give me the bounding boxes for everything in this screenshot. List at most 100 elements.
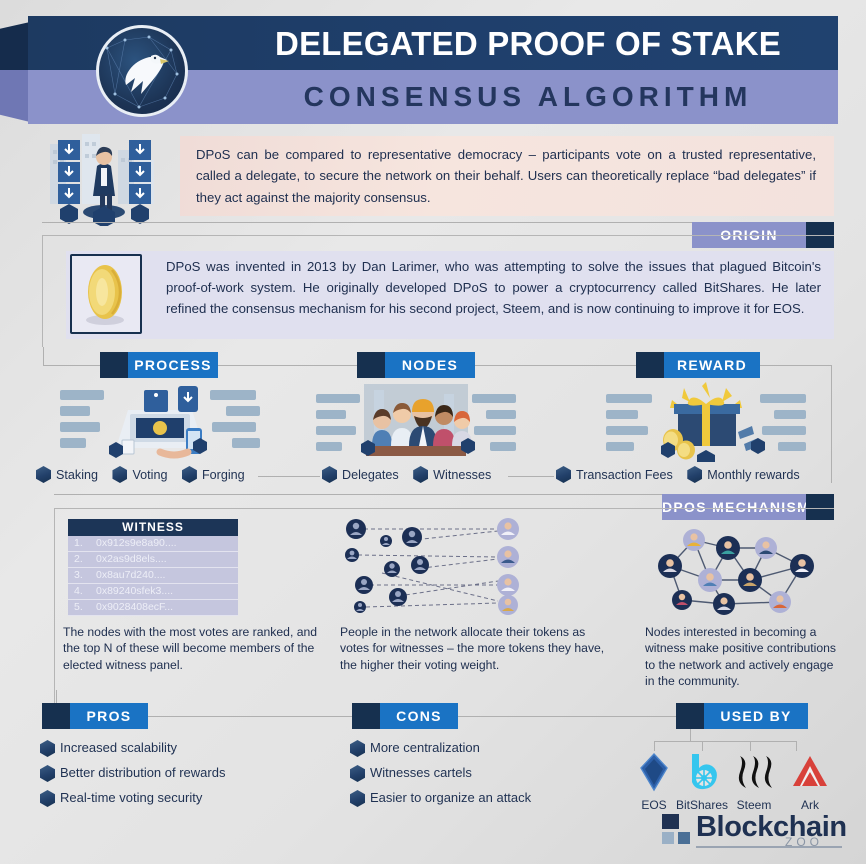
blockchain-zoo-logo-icon: Blockchain ZOO [660, 810, 847, 856]
badge-square [357, 352, 385, 378]
ribbon-fold-top [0, 22, 30, 70]
pros-badge-label: PROS [70, 703, 148, 729]
list-item: Real-time voting security [40, 790, 320, 807]
list-item-label: Easier to organize an attack [370, 790, 532, 805]
row-number: 1. [74, 537, 83, 549]
chip-delegates: Delegates [322, 466, 399, 483]
pillar-line-2 [218, 365, 358, 366]
witness-table: WITNESS 1. 0x912s9e8a90.... 2. 0x2as9d8e… [68, 519, 238, 616]
chip-staking: Staking [36, 466, 98, 483]
pros-cons-line [148, 716, 352, 717]
bitshares-logo: BitShares [676, 752, 728, 812]
laptop-devices-icon [60, 382, 260, 467]
row-address: 0x9028408ecF... [96, 601, 174, 613]
steem-logo: Steem [728, 752, 780, 812]
usedby-tree-branch-3 [750, 741, 751, 751]
pillar-line-3 [475, 365, 637, 366]
chip-line-1 [258, 476, 320, 477]
list-item: More centralization [350, 740, 590, 757]
badge-square [100, 352, 128, 378]
row-number: 4. [74, 585, 83, 597]
ark-logo-icon [793, 756, 827, 786]
chip-label: Voting [132, 467, 168, 482]
chip-label: Forging [201, 467, 245, 482]
cons-usedby-line [458, 716, 676, 717]
witness-table-header: WITNESS [68, 519, 238, 536]
table-row: 5. 0x9028408ecF... [68, 600, 238, 616]
nodes-badge: NODES [357, 352, 475, 378]
chip-label: Staking [56, 467, 99, 482]
used-by-badge-label: USED BY [704, 703, 808, 729]
mechanism-text-3: Nodes interested in becoming a witness m… [645, 625, 837, 689]
dpos-mechanism-badge-label: DPOS MECHANISM [662, 494, 809, 520]
node-mesh-network-diagram [652, 522, 832, 623]
bitshares-logo-icon [692, 754, 717, 790]
dove-network-icon [96, 25, 188, 117]
hex-bullet-icon [413, 466, 429, 483]
hex-bullet-icon [181, 466, 197, 483]
list-item: Better distribution of rewards [40, 765, 320, 782]
chip-label: Transaction Fees [576, 467, 673, 482]
row-number: 3. [74, 569, 83, 581]
footer-rule [696, 846, 842, 848]
logo-label: Steem [736, 798, 772, 812]
list-item-label: Real-time voting security [60, 790, 203, 805]
logo-label: EOS [641, 798, 667, 812]
chip-forging: Forging [181, 466, 245, 483]
steem-logo-icon [738, 756, 772, 788]
chip-witnesses: Witnesses [413, 466, 491, 483]
logo-label: BitShares [676, 798, 729, 812]
usedby-tree-branch-1 [654, 741, 655, 751]
ribbon-fold-bottom [0, 70, 30, 122]
chip-label: Monthly rewards [707, 467, 800, 482]
reward-badge: REWARD [636, 352, 760, 378]
row-address: 0x912s9e8a90.... [96, 537, 177, 549]
hex-bullet-icon [112, 466, 128, 483]
process-items: Staking Voting Forging [36, 466, 255, 486]
nodes-badge-label: NODES [385, 352, 475, 378]
eos-logo-icon [640, 752, 668, 792]
chip-transaction-fees: Transaction Fees [556, 466, 673, 483]
usedby-tree-branch-2 [702, 741, 703, 751]
row-address: 0x89240sfek3.... [96, 585, 174, 597]
origin-panel [66, 251, 834, 339]
cons-badge-label: CONS [380, 703, 458, 729]
pillar-connector-left [43, 347, 44, 365]
row-address: 0x8au7d240.... [96, 569, 166, 581]
table-row: 1. 0x912s9e8a90.... [68, 536, 238, 552]
pillar-line-1 [43, 365, 101, 366]
badge-square [676, 703, 704, 729]
list-item: Increased scalability [40, 740, 320, 757]
gold-coin-icon [70, 254, 142, 334]
usedby-tree-bar [654, 741, 796, 742]
header-banner: DELEGATED PROOF OF STAKE CONSENSUS ALGOR… [0, 16, 866, 124]
usedby-tree-stem [690, 729, 691, 741]
people-group-icon [316, 380, 516, 467]
table-row: 4. 0x89240sfek3.... [68, 584, 238, 600]
list-item-label: Witnesses cartels [370, 765, 472, 780]
list-item-label: More centralization [370, 740, 480, 755]
pros-list: Increased scalability Better distributio… [40, 740, 320, 815]
hex-bullet-icon [556, 466, 571, 483]
pros-badge: PROS [42, 703, 148, 729]
mechanism-text-1: The nodes with the most votes are ranked… [63, 625, 318, 672]
list-item-label: Increased scalability [60, 740, 178, 755]
nodes-items: Delegates Witnesses [322, 466, 501, 486]
token-vote-allocation-diagram [336, 515, 528, 620]
chip-label: Witnesses [433, 467, 492, 482]
row-number: 5. [74, 601, 83, 613]
list-item-label: Better distribution of rewards [60, 765, 226, 780]
list-item: Easier to organize an attack [350, 790, 590, 807]
list-item: Witnesses cartels [350, 765, 590, 782]
page-title: DELEGATED PROOF OF STAKE [275, 25, 781, 62]
reward-items: Transaction Fees Monthly rewards [556, 466, 810, 486]
used-by-badge: USED BY [676, 703, 808, 729]
badge-square [806, 494, 834, 520]
eos-logo: EOS [628, 752, 680, 812]
hex-bullet-icon [40, 765, 55, 782]
hex-bullet-icon [322, 466, 337, 483]
hex-bullet-icon [350, 765, 365, 782]
reward-badge-label: REWARD [664, 352, 760, 378]
badge-square [42, 703, 70, 729]
